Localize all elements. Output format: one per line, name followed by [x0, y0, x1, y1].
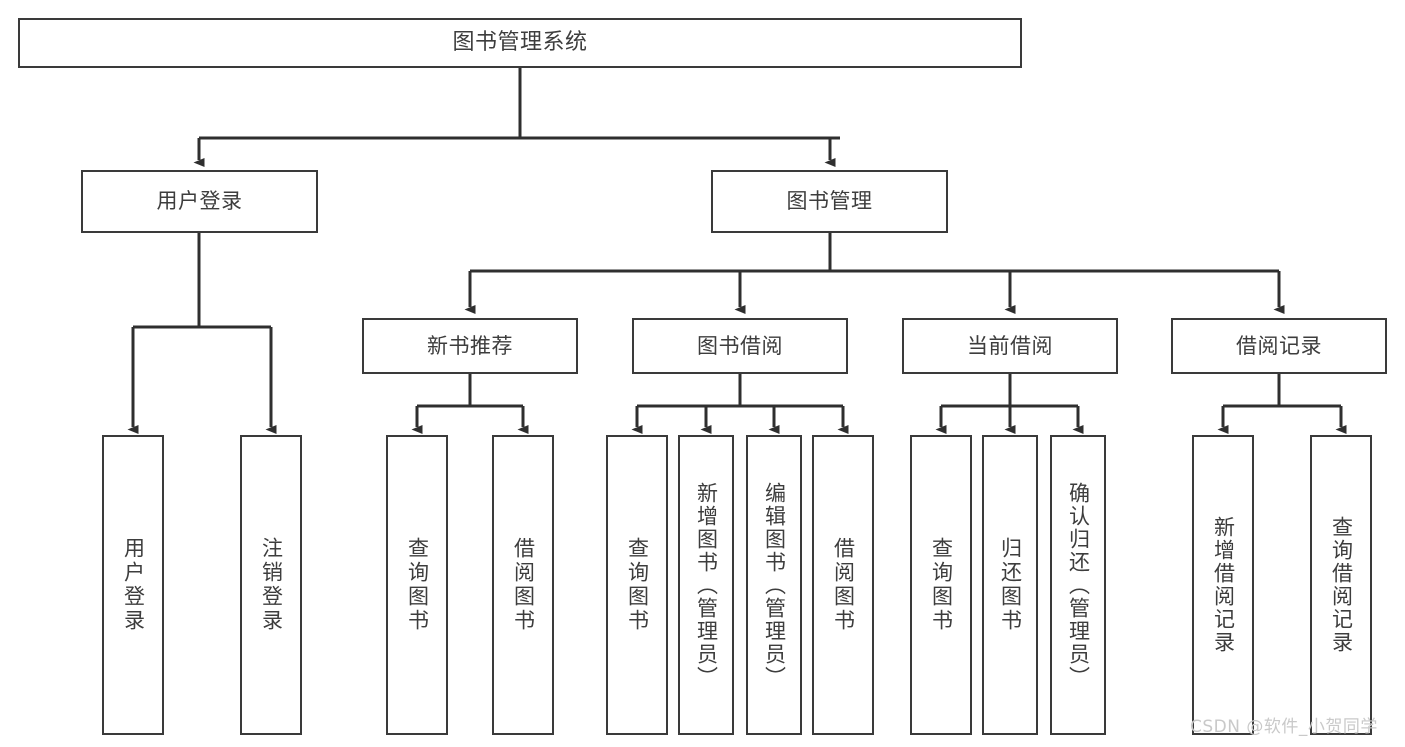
- node-label: 查询图书: [929, 537, 954, 633]
- node-label: 编辑图书（管理员）: [762, 481, 787, 689]
- leaf-borrow-book-2[interactable]: 借阅图书: [812, 435, 874, 735]
- node-label: 新增图书（管理员）: [694, 481, 719, 689]
- node-current-borrow[interactable]: 当前借阅: [902, 318, 1118, 374]
- leaf-add-record[interactable]: 新增借阅记录: [1192, 435, 1254, 735]
- node-label: 新书推荐: [427, 333, 513, 358]
- node-label: 图书管理系统: [452, 30, 588, 56]
- node-book-borrow[interactable]: 图书借阅: [632, 318, 848, 374]
- node-label: 用户登录: [156, 189, 243, 214]
- leaf-borrow-book-1[interactable]: 借阅图书: [492, 435, 554, 735]
- leaf-query-book-2[interactable]: 查询图书: [606, 435, 668, 735]
- node-label: 图书借阅: [697, 333, 783, 358]
- node-label: 新增借阅记录: [1211, 516, 1236, 654]
- leaf-logout-login[interactable]: 注销登录: [240, 435, 302, 735]
- node-label: 用户登录: [121, 537, 146, 633]
- node-label: 查询图书: [625, 537, 650, 633]
- node-user-login[interactable]: 用户登录: [81, 170, 318, 233]
- leaf-confirm-return[interactable]: 确认归还（管理员）: [1050, 435, 1106, 735]
- leaf-query-record[interactable]: 查询借阅记录: [1310, 435, 1372, 735]
- node-label: 查询图书: [405, 537, 430, 633]
- leaf-edit-book[interactable]: 编辑图书（管理员）: [746, 435, 802, 735]
- leaf-return-book[interactable]: 归还图书: [982, 435, 1038, 735]
- node-label: 查询借阅记录: [1329, 516, 1354, 654]
- node-label: 当前借阅: [967, 333, 1053, 358]
- leaf-user-login[interactable]: 用户登录: [102, 435, 164, 735]
- node-label: 图书管理: [786, 189, 873, 214]
- node-label: 借阅图书: [831, 537, 856, 633]
- node-borrow-record[interactable]: 借阅记录: [1171, 318, 1387, 374]
- leaf-add-book[interactable]: 新增图书（管理员）: [678, 435, 734, 735]
- node-label: 归还图书: [998, 537, 1023, 633]
- node-label: 借阅记录: [1236, 333, 1322, 358]
- node-label: 注销登录: [259, 537, 284, 633]
- node-book-manage[interactable]: 图书管理: [711, 170, 948, 233]
- node-root-system[interactable]: 图书管理系统: [18, 18, 1022, 68]
- node-new-book-recommend[interactable]: 新书推荐: [362, 318, 578, 374]
- node-label: 确认归还（管理员）: [1066, 481, 1091, 689]
- node-label: 借阅图书: [511, 537, 536, 633]
- csdn-watermark: CSDN @软件_小贺同学: [1190, 717, 1378, 737]
- leaf-query-book-1[interactable]: 查询图书: [386, 435, 448, 735]
- leaf-query-book-3[interactable]: 查询图书: [910, 435, 972, 735]
